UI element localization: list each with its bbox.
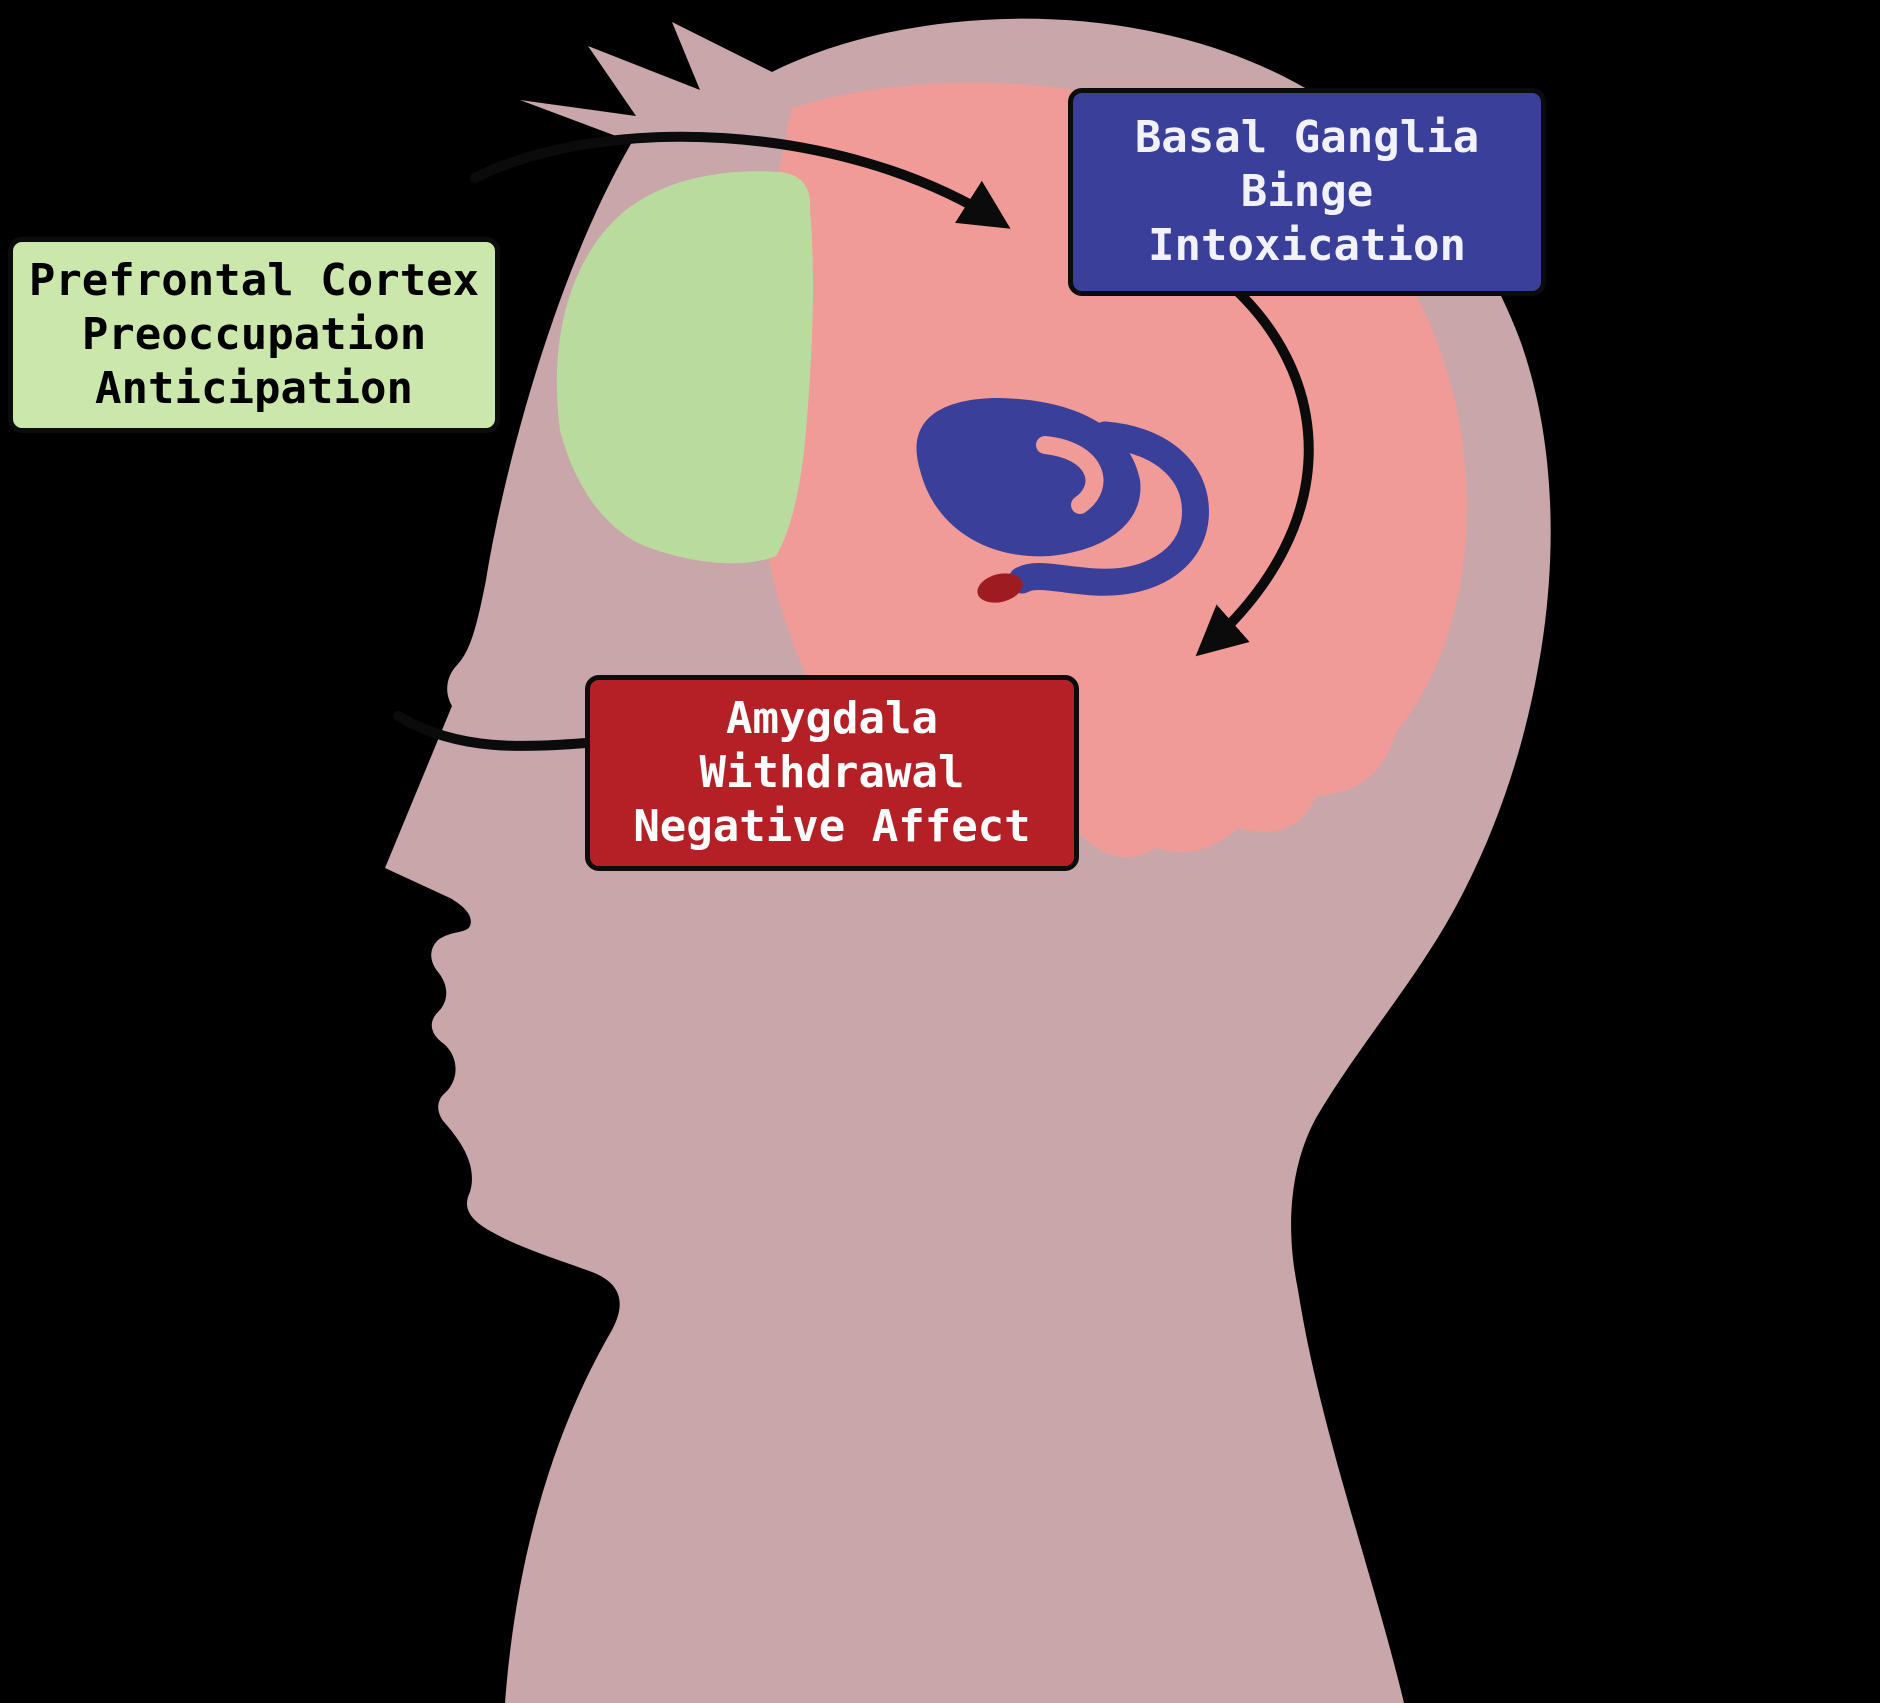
prefrontal-cortex-label: Prefrontal Cortex Preoccupation Anticipa… (8, 237, 500, 433)
basal-ganglia-tail (1008, 421, 1209, 596)
amygdala-region (977, 573, 1023, 603)
label-line: Preoccupation (81, 309, 427, 361)
label-line: Negative Affect (633, 800, 1031, 852)
basal-ganglia-label: Basal Ganglia Binge Intoxication (1068, 88, 1546, 296)
label-line: Basal Ganglia (1134, 112, 1480, 164)
label-line: Binge (1240, 166, 1374, 218)
basal-ganglia-region (916, 398, 1141, 557)
label-line: Amygdala (726, 693, 938, 745)
arrow-prefrontal-to-basal-ganglia (470, 131, 1011, 229)
amygdala-label: Amygdala Withdrawal Negative Affect (585, 675, 1079, 871)
arrow-basal-ganglia-to-amygdala (1195, 275, 1314, 657)
connector-face-to-amygdala-label (393, 711, 605, 751)
label-line: Anticipation (95, 362, 413, 414)
label-line: Prefrontal Cortex (28, 255, 480, 307)
basal-ganglia-inner-swirl (1036, 436, 1104, 514)
label-line: Intoxication (1148, 219, 1466, 271)
prefrontal-cortex-region (556, 171, 813, 564)
label-line: Withdrawal (699, 747, 965, 799)
